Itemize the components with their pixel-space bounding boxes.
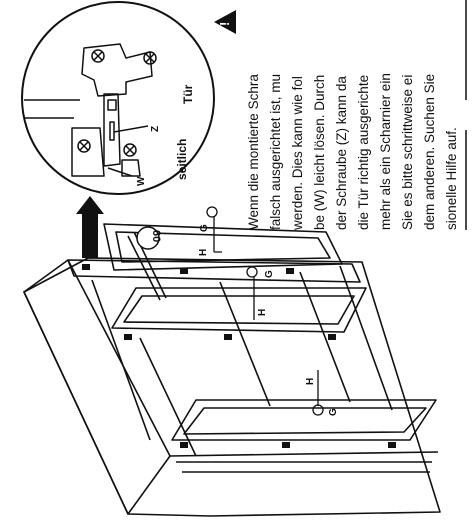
w-leader bbox=[107, 167, 133, 177]
warning-triangle-icon bbox=[214, 10, 236, 34]
shelf-2 bbox=[139, 337, 197, 457]
note-line-8: Sie es bitte schrittweise ei bbox=[400, 75, 415, 230]
warning-note: ! Wenn die montierte Schra falsch ausger… bbox=[214, 0, 467, 231]
cabinet-inner-edge-2 bbox=[176, 461, 432, 473]
hinge-screw-top-right bbox=[143, 51, 157, 65]
note-line-3: werden. Dies kann wie fol bbox=[290, 76, 305, 231]
cabinet-top-rail bbox=[67, 259, 361, 283]
step-number: 60 bbox=[150, 230, 162, 242]
g-screw-mid bbox=[246, 266, 258, 278]
door-bottom bbox=[171, 399, 437, 441]
h-leader-top bbox=[213, 216, 222, 253]
hinge-screw-bottom-right bbox=[123, 143, 137, 157]
note-line-1: Wenn die montierte Schra bbox=[246, 74, 261, 230]
note-line-10: sionelle Hilfe auf. bbox=[444, 127, 459, 230]
note-line-9: dem anderen. Suchen Sie bbox=[422, 74, 437, 230]
door-middle-inner bbox=[123, 295, 355, 325]
door-bottom-inner bbox=[183, 407, 427, 435]
label-g-mid: G bbox=[264, 270, 275, 278]
label-door: Tür bbox=[181, 84, 195, 104]
label-side: seitlich bbox=[175, 139, 189, 180]
note-line-2: falsch ausgerichtet ist, mu bbox=[268, 74, 283, 230]
door-middle bbox=[111, 287, 367, 333]
shelf-4 bbox=[299, 271, 351, 403]
door-top bbox=[103, 223, 343, 271]
door-callouts bbox=[206, 206, 324, 416]
label-h-mid: H bbox=[257, 309, 268, 316]
label-w: W bbox=[136, 176, 147, 186]
label-z: Z bbox=[150, 126, 161, 132]
door-top-inner bbox=[115, 231, 331, 263]
note-line-6: die Tür richtig ausgerichte bbox=[356, 75, 371, 230]
hinge-markers bbox=[82, 264, 396, 448]
label-g-top: G bbox=[199, 224, 210, 232]
shelf-3 bbox=[219, 281, 271, 407]
cabinet-left-panel bbox=[23, 259, 171, 515]
z-leader bbox=[113, 125, 149, 133]
label-h-top: H bbox=[198, 249, 209, 256]
note-line-5: der Schraube (Z) kann da bbox=[334, 76, 349, 230]
hinge-screw-top-left bbox=[91, 49, 105, 63]
shelf-5 bbox=[339, 265, 393, 411]
warning-symbol: ! bbox=[217, 22, 232, 26]
hinge-cup bbox=[81, 43, 153, 97]
zoom-arrow bbox=[76, 196, 104, 258]
cabinet-inner-edge bbox=[169, 451, 439, 457]
hinge-mount-plate bbox=[71, 127, 105, 177]
hinge-screw-bottom-left bbox=[77, 139, 91, 153]
note-line-4: be (W) leicht lösen. Durch bbox=[312, 75, 327, 230]
shelf-1 bbox=[91, 279, 151, 441]
note-line-7: mehr als ein Scharnier ein bbox=[378, 73, 393, 230]
g-screw-bottom bbox=[312, 404, 324, 416]
hinge-detail: Tür seitlich Z W bbox=[21, 1, 215, 195]
label-h-bottom: H bbox=[305, 378, 316, 385]
label-g-bottom: G bbox=[328, 408, 339, 416]
hinge-arm bbox=[103, 93, 121, 167]
step-badge bbox=[136, 226, 160, 250]
g-screw-top bbox=[206, 206, 218, 218]
